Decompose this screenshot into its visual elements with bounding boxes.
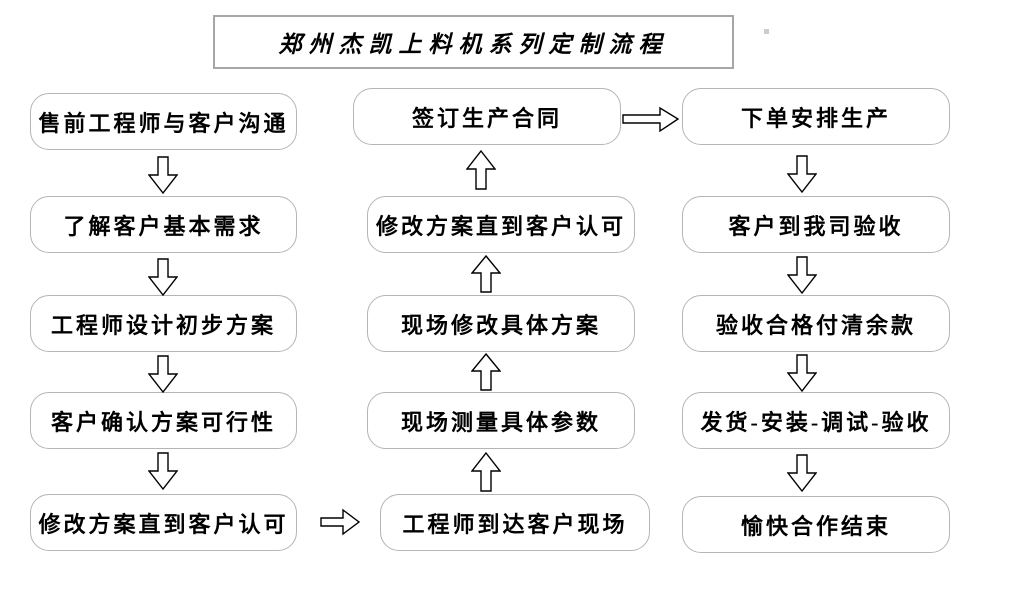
flow-step-right-3: 验收合格付清余款 bbox=[682, 295, 950, 352]
flow-step-middle-5: 工程师到达客户现场 bbox=[380, 494, 650, 551]
flow-step-label: 现场测量具体参数 bbox=[400, 409, 601, 435]
flow-step-label: 了解客户基本需求 bbox=[63, 213, 264, 239]
artifact-dot bbox=[764, 29, 769, 34]
flow-step-middle-3: 现场修改具体方案 bbox=[367, 295, 635, 352]
down-arrow-icon bbox=[786, 454, 818, 493]
right-arrow-icon bbox=[622, 106, 680, 133]
flow-step-label: 签订生产合同 bbox=[411, 105, 562, 131]
flow-step-left-1: 售前工程师与客户沟通 bbox=[30, 93, 297, 150]
down-arrow-icon bbox=[147, 452, 179, 491]
flow-step-left-3: 工程师设计初步方案 bbox=[30, 295, 297, 352]
down-arrow-icon bbox=[147, 156, 179, 195]
down-arrow-icon bbox=[786, 155, 818, 194]
right-arrow-icon bbox=[320, 508, 361, 536]
up-arrow-icon bbox=[470, 254, 502, 293]
up-arrow-icon bbox=[465, 149, 497, 190]
down-arrow-icon bbox=[147, 355, 179, 394]
flow-step-label: 客户确认方案可行性 bbox=[50, 409, 276, 435]
flow-step-label: 发货-安装-调试-验收 bbox=[700, 409, 932, 435]
flow-step-label: 客户到我司验收 bbox=[728, 213, 904, 239]
flow-step-label: 修改方案直到客户认可 bbox=[375, 213, 626, 239]
flow-step-label: 下单安排生产 bbox=[740, 105, 891, 131]
flow-step-right-4: 发货-安装-调试-验收 bbox=[682, 392, 950, 449]
down-arrow-icon bbox=[786, 256, 818, 295]
flow-step-label: 售前工程师与客户沟通 bbox=[38, 110, 289, 136]
up-arrow-icon bbox=[470, 352, 502, 391]
flow-step-left-5: 修改方案直到客户认可 bbox=[30, 494, 297, 551]
flow-step-label: 工程师设计初步方案 bbox=[50, 312, 276, 338]
page-title: 郑州杰凯上料机系列定制流程 bbox=[278, 32, 669, 57]
flow-step-label: 修改方案直到客户认可 bbox=[38, 511, 289, 537]
flow-step-label: 验收合格付清余款 bbox=[715, 312, 916, 338]
flow-step-label: 现场修改具体方案 bbox=[400, 312, 601, 338]
flow-step-middle-4: 现场测量具体参数 bbox=[367, 392, 635, 449]
flow-step-right-2: 客户到我司验收 bbox=[682, 196, 950, 253]
flow-step-left-4: 客户确认方案可行性 bbox=[30, 392, 297, 449]
flow-step-middle-2: 修改方案直到客户认可 bbox=[367, 196, 635, 253]
flow-step-label: 工程师到达客户现场 bbox=[402, 511, 628, 537]
down-arrow-icon bbox=[147, 258, 179, 297]
flow-step-left-2: 了解客户基本需求 bbox=[30, 196, 297, 253]
title-box: 郑州杰凯上料机系列定制流程 bbox=[213, 15, 734, 69]
flow-step-label: 愉快合作结束 bbox=[740, 513, 891, 539]
flow-step-right-5: 愉快合作结束 bbox=[682, 496, 950, 553]
down-arrow-icon bbox=[786, 354, 818, 393]
flow-step-right-1: 下单安排生产 bbox=[682, 88, 950, 145]
up-arrow-icon bbox=[470, 451, 502, 492]
flow-step-middle-1: 签订生产合同 bbox=[353, 88, 621, 145]
